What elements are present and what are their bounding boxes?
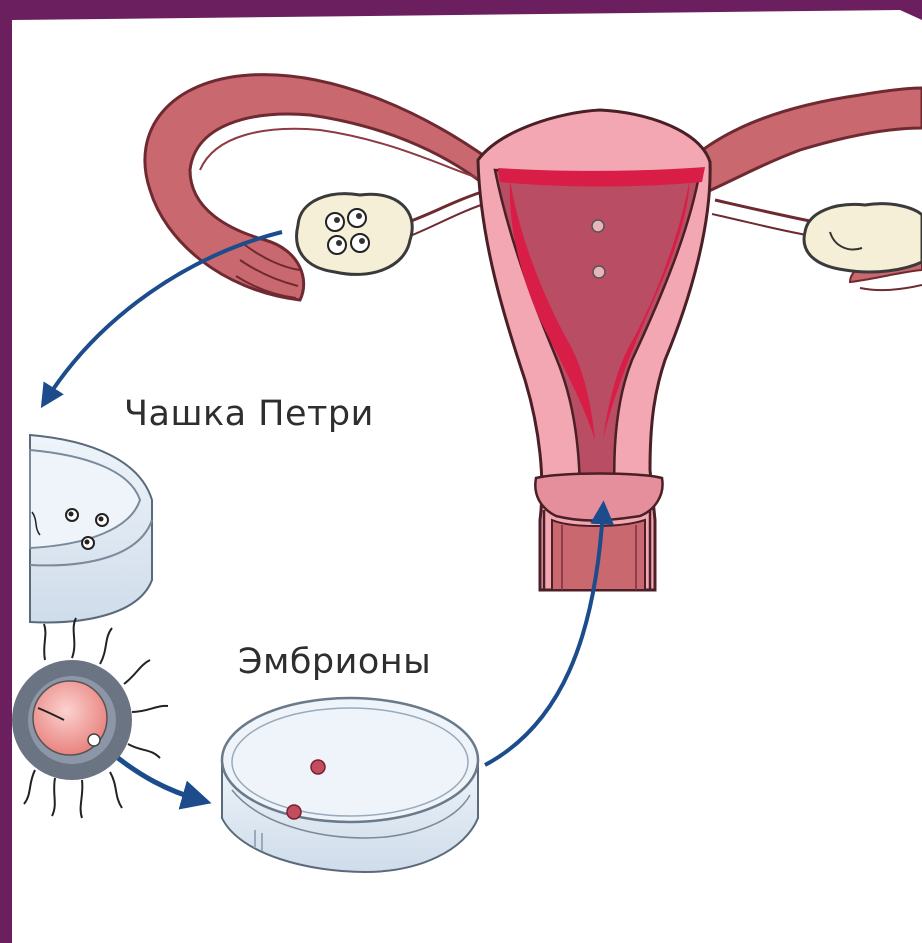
embryos-label: Эмбрионы <box>238 642 431 682</box>
embryo-petri-dish-icon <box>222 698 478 872</box>
left-ovary-icon <box>297 194 413 275</box>
petri-dish-label: Чашка Петри <box>124 394 374 434</box>
right-ovary-icon <box>804 204 922 272</box>
